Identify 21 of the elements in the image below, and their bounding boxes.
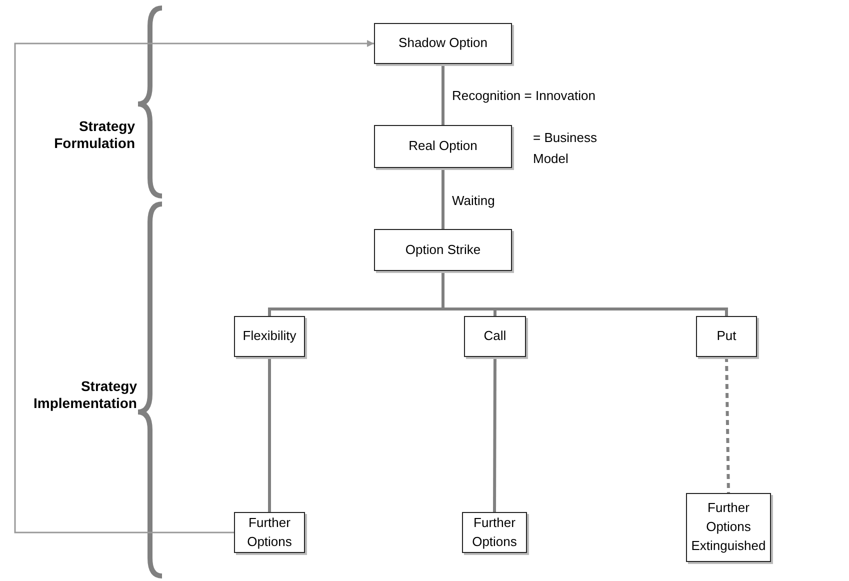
arrow bbox=[14, 40, 374, 534]
process-box: Flexibility bbox=[234, 316, 305, 357]
process-box: Put bbox=[696, 316, 757, 357]
connector-line bbox=[442, 271, 728, 316]
connector-line bbox=[725, 356, 730, 494]
edge-label: Waiting bbox=[452, 193, 495, 208]
edge-label: Recognition = Innovation bbox=[452, 88, 596, 103]
section-label: Strategy Implementation bbox=[32, 378, 137, 412]
process-box: Further Options Extinguished bbox=[686, 493, 771, 562]
connector-line bbox=[442, 64, 444, 125]
connector-line bbox=[493, 357, 496, 512]
process-box: Further Options bbox=[234, 512, 305, 553]
node-note: = Business Model bbox=[533, 129, 598, 168]
process-box: Real Option bbox=[374, 125, 512, 168]
process-box: Option Strike bbox=[374, 229, 512, 271]
process-box: Further Options bbox=[462, 512, 527, 553]
process-box: Call bbox=[464, 316, 526, 357]
connector-line bbox=[268, 357, 271, 512]
section-label: Strategy Formulation bbox=[53, 118, 135, 152]
process-box: Shadow Option bbox=[374, 23, 512, 64]
connector-line bbox=[442, 168, 444, 229]
